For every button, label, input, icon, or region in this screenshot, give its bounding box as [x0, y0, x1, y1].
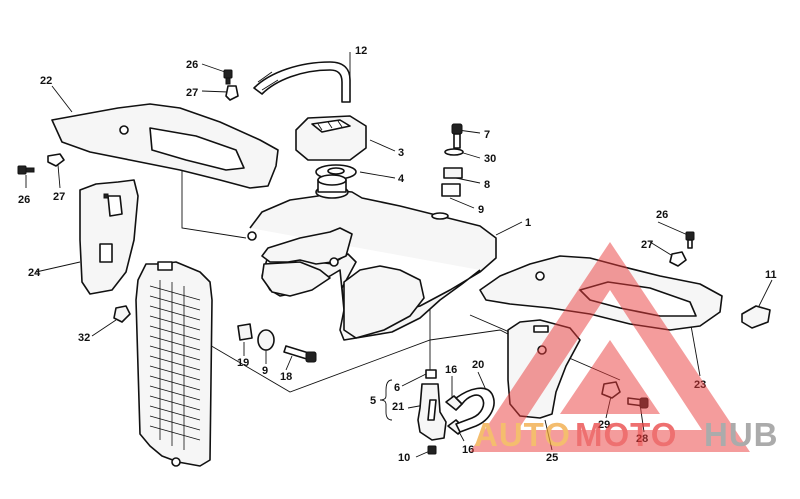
callout-27: 27 — [641, 239, 653, 251]
bracket-part — [741, 305, 771, 329]
left-side-panel-part — [51, 103, 279, 189]
callout-19: 19 — [237, 357, 249, 369]
callout-29: 29 — [598, 419, 610, 431]
callout-24: 24 — [28, 267, 41, 279]
clip-part — [113, 305, 131, 323]
fuel-hose-part — [455, 387, 495, 433]
callout-10: 10 — [398, 452, 410, 464]
callout-5: 5 — [370, 395, 376, 407]
callout-8: 8 — [484, 179, 490, 191]
callout-26: 26 — [186, 59, 198, 71]
callout-27: 27 — [53, 191, 65, 203]
side-cover-part — [79, 179, 139, 295]
radiator-part — [135, 261, 213, 467]
callout-9: 9 — [478, 204, 484, 216]
callout-26: 26 — [18, 194, 30, 206]
callout-21: 21 — [392, 401, 404, 413]
callout-32: 32 — [78, 332, 90, 344]
callout-6: 6 — [394, 382, 400, 394]
fuel-cap-part — [295, 115, 367, 161]
watermark-logo: AUTO MOTO HUB — [470, 242, 779, 453]
callout-25: 25 — [546, 452, 558, 464]
callout-18: 18 — [280, 371, 292, 383]
fuel-tank-part — [247, 174, 497, 341]
watermark-text-hub: HUB — [704, 416, 779, 453]
callout-7: 7 — [484, 129, 490, 141]
fasteners-top — [17, 69, 239, 175]
callout-12: 12 — [355, 45, 367, 57]
callout-22: 22 — [40, 75, 52, 87]
callout-1: 1 — [525, 217, 531, 229]
tank-mount-stack — [441, 123, 464, 197]
fuel-tap-part — [417, 369, 465, 455]
watermark-triangle-icon — [470, 242, 750, 452]
callout-26: 26 — [656, 209, 668, 221]
callout-4: 4 — [398, 173, 405, 185]
watermark-text-moto: MOTO — [575, 416, 677, 453]
watermark-text-auto: AUTO — [474, 416, 571, 453]
callout-27: 27 — [186, 87, 198, 99]
breather-hose-part — [253, 61, 351, 103]
callout-30: 30 — [484, 153, 496, 165]
callout-20: 20 — [472, 359, 484, 371]
callout-9: 9 — [262, 365, 268, 377]
lower-mount-parts — [237, 323, 317, 363]
callout-16: 16 — [462, 444, 474, 456]
parts — [17, 61, 771, 467]
callout-16: 16 — [445, 364, 457, 376]
fasteners-right — [669, 231, 695, 267]
callout-3: 3 — [398, 147, 404, 159]
callout-11: 11 — [765, 269, 777, 281]
